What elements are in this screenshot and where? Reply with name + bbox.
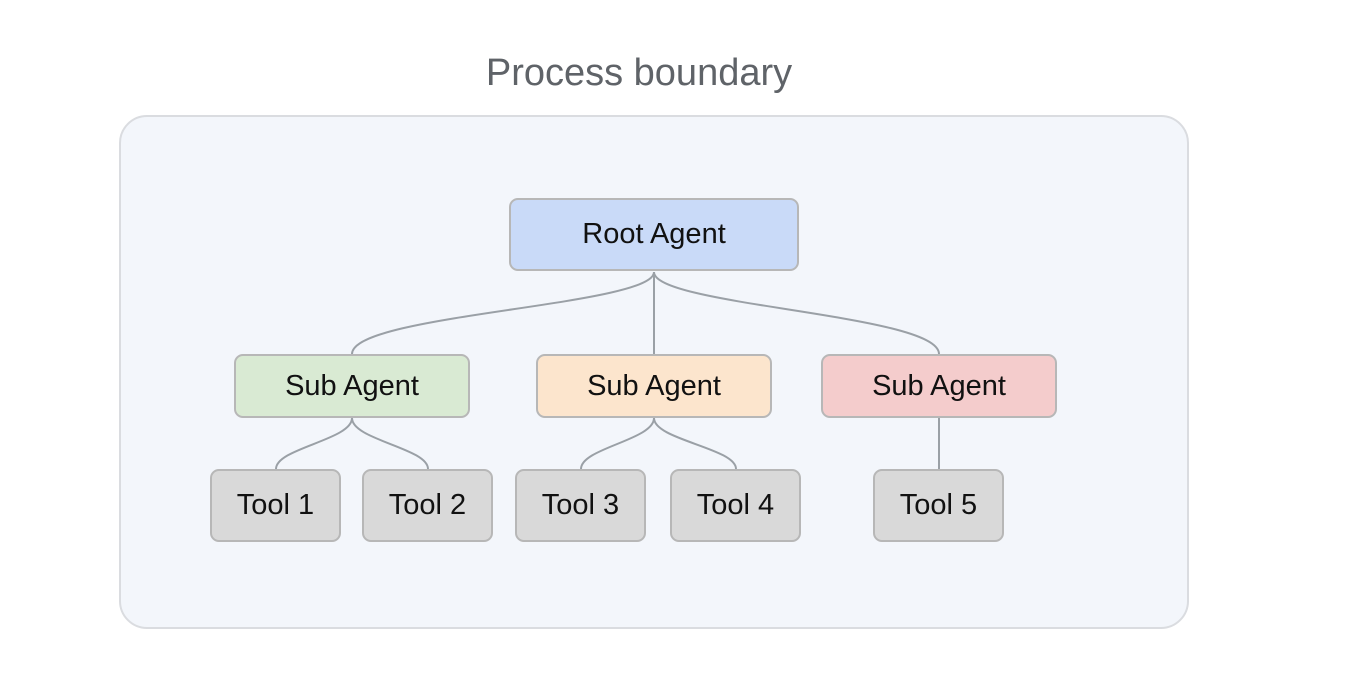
connector-sub-agent-1-to-tool-2	[351, 417, 429, 470]
tool-label-5: Tool 5	[899, 489, 978, 521]
connector-sub-agent-2-to-tool-3	[580, 417, 655, 470]
tool-label-1: Tool 1	[236, 489, 315, 521]
root-agent-node: Root Agent	[509, 198, 799, 271]
connector-root-to-sub-agent-3	[653, 271, 940, 355]
sub-agent-label-1: Sub Agent	[285, 369, 419, 402]
tool-label-2: Tool 2	[388, 489, 467, 521]
tool-label-4: Tool 4	[696, 489, 775, 521]
connector-sub-agent-1-to-tool-1	[275, 417, 353, 470]
sub-agent-node-3: Sub Agent	[821, 354, 1057, 418]
root-agent-label: Root Agent	[582, 218, 726, 250]
sub-agent-node-1: Sub Agent	[234, 354, 470, 418]
tool-node-2: Tool 2	[362, 469, 493, 542]
tool-node-5: Tool 5	[873, 469, 1004, 542]
connector-sub-agent-2-to-tool-4	[653, 417, 737, 470]
process-boundary-title: Process boundary	[485, 52, 793, 94]
sub-agent-label-2: Sub Agent	[587, 369, 721, 402]
tool-node-1: Tool 1	[210, 469, 341, 542]
sub-agent-node-2: Sub Agent	[536, 354, 772, 418]
connector-root-to-sub-agent-1	[351, 271, 655, 355]
tool-label-3: Tool 3	[541, 489, 620, 521]
tool-node-4: Tool 4	[670, 469, 801, 542]
tool-node-3: Tool 3	[515, 469, 646, 542]
sub-agent-label-3: Sub Agent	[872, 369, 1006, 402]
